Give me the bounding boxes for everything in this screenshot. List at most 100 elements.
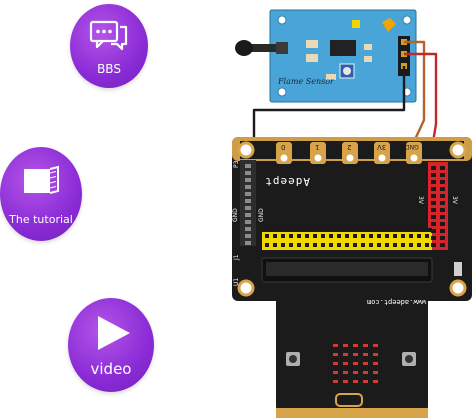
header-pin [377,234,381,238]
bbs-button[interactable]: BBS [70,4,148,88]
header-pin [369,234,373,238]
header-pin [401,234,405,238]
header-pin [245,241,251,245]
pad-label-gnd: GND [405,143,419,150]
video-label: video [90,360,132,378]
header-pin [377,243,381,247]
led [353,371,358,374]
flame-sensor-module [235,9,417,103]
led [353,362,358,365]
header-pin [440,236,445,240]
header-pin [431,194,436,198]
led [363,362,368,365]
led [353,344,358,347]
header-pin [440,229,445,233]
header-pin [393,243,397,247]
led [333,380,338,383]
header-pin [297,243,301,247]
header-pin [245,192,251,196]
led [333,371,338,374]
header-pin [297,234,301,238]
yellow-header-pins [265,234,429,247]
tutorial-label: The tutorial [9,213,73,226]
pad-label-3v: 3V [377,143,387,151]
header-pin [245,178,251,182]
header-pin [425,243,429,247]
led [363,353,368,356]
header-pin [345,234,349,238]
header-pin [245,199,251,203]
chat-bubbles-icon [89,20,128,51]
adapter-board [232,137,472,301]
header-pin [281,243,285,247]
led [333,344,338,347]
header-pin [431,222,436,226]
sensor-name: Flame Sensor [278,77,334,86]
label-u1: U1 [233,277,240,286]
header-pin [431,187,436,191]
led [353,353,358,356]
header-pin [353,243,357,247]
header-pin [265,234,269,238]
header-pin [289,234,293,238]
header-pin [431,166,436,170]
header-pin [385,234,389,238]
pad-label-1: 1 [315,143,320,151]
led [373,380,378,383]
led [333,362,338,365]
header-pin [440,187,445,191]
header-pin [361,243,365,247]
led [363,380,368,383]
header-pin [329,234,333,238]
header-pin [245,213,251,217]
header-pin [417,243,421,247]
header-pin [321,243,325,247]
header-pin [245,164,251,168]
led [373,344,378,347]
book-icon [24,165,59,194]
header-pin [245,171,251,175]
header-pin [440,215,445,219]
header-pin [431,215,436,219]
header-pin [393,234,397,238]
board-brand: Adeept [264,175,310,188]
led [363,344,368,347]
header-pin [321,234,325,238]
led [373,362,378,365]
header-pin [401,243,405,247]
header-pin [265,243,269,247]
led [343,344,348,347]
left-header-label-gnd-2: GND [258,208,265,222]
header-pin [431,173,436,177]
header-pin [440,180,445,184]
header-pin [273,243,277,247]
header-pin [329,243,333,247]
right-header-pins [431,166,445,247]
play-icon [98,316,130,350]
header-pin [369,243,373,247]
led [333,353,338,356]
header-pin [245,185,251,189]
right-header-label-3v-1: 3V [451,196,458,204]
header-pin [361,234,365,238]
video-button[interactable]: video [68,298,154,392]
led [363,371,368,374]
header-pin [440,208,445,212]
board-url: www.adeept.com [366,298,426,306]
header-pin [440,194,445,198]
tutorial-button[interactable]: The tutorial [0,147,82,241]
header-pin [431,208,436,212]
label-j1: J1 [233,254,240,260]
microbit-board [276,300,428,418]
header-pin [425,234,429,238]
header-pin [313,234,317,238]
header-pin [273,234,277,238]
header-pin [305,234,309,238]
header-pin [337,234,341,238]
led [353,380,358,383]
left-header-label-p3: P3 [233,160,240,168]
header-pin [431,180,436,184]
header-pin [281,234,285,238]
pad-label-0: 0 [281,143,286,151]
